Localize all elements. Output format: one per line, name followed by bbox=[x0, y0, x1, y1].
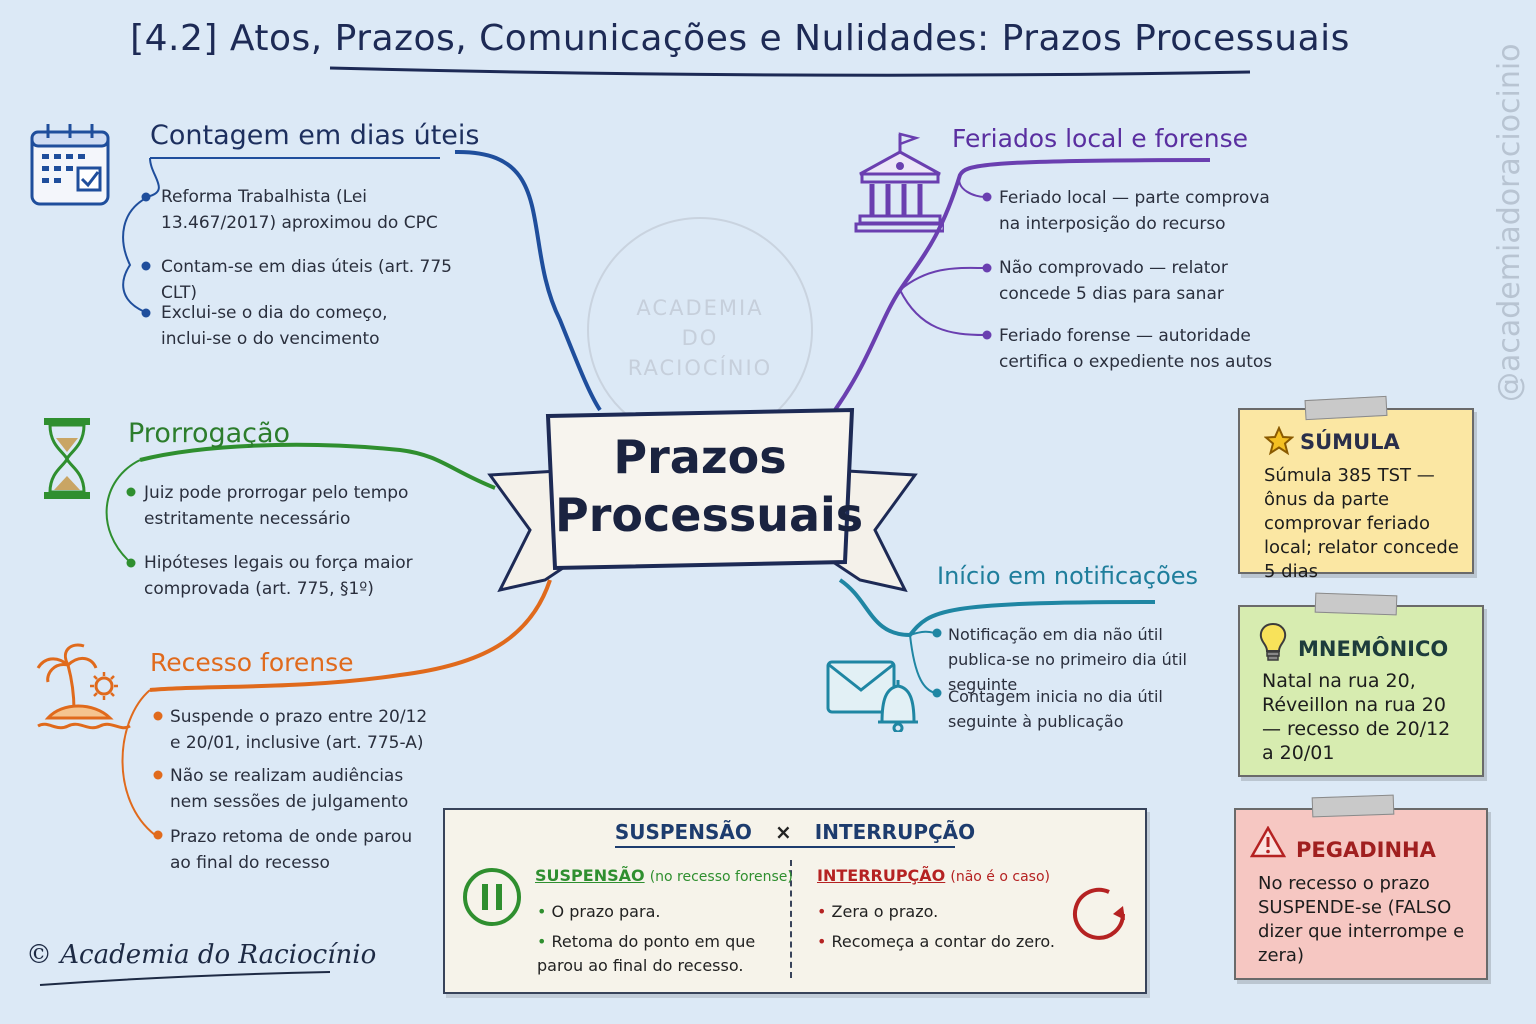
contagem-item: Contam-se em dias úteis (art. 775 CLT) bbox=[161, 257, 453, 303]
comparison-header: SUSPENSÃO × INTERRUPÇÃO bbox=[445, 820, 1145, 844]
suspensao-label: SUSPENSÃO bbox=[535, 866, 645, 885]
suspensao-heading: SUSPENSÃO (no recesso forense) bbox=[535, 866, 793, 885]
note-sumula-title: SÚMULA bbox=[1300, 430, 1400, 454]
lightbulb-icon bbox=[1258, 621, 1288, 667]
branch-title-recesso: Recesso forense bbox=[150, 648, 354, 677]
comparison-box: SUSPENSÃO × INTERRUPÇÃO SUSPENSÃO (no re… bbox=[443, 808, 1147, 994]
restart-icon bbox=[1063, 878, 1135, 954]
prorrogacao-item: Hipóteses legais ou força maior comprova… bbox=[144, 553, 413, 599]
inicio-item: Notificação em dia não útil publica-se n… bbox=[948, 625, 1187, 694]
recesso-item: Suspende o prazo entre 20/12 e 20/01, in… bbox=[170, 707, 428, 753]
warning-icon bbox=[1249, 825, 1287, 862]
feriados-item: Feriado forense — autoridade certifica o… bbox=[999, 326, 1273, 372]
suspensao-item: • O prazo para. bbox=[537, 902, 661, 921]
interrupcao-list: • Zera o prazo. • Recomeça a contar do z… bbox=[817, 900, 1057, 954]
central-line-2: Processuais bbox=[555, 488, 864, 542]
prorrogacao-item: Juiz pode prorrogar pelo tempo estritame… bbox=[144, 483, 409, 529]
branch-title-inicio: Início em notificações bbox=[937, 562, 1199, 590]
page-title: [4.2] Atos, Prazos, Comunicações e Nulid… bbox=[130, 18, 1350, 59]
contagem-item: Exclui-se o dia do começo, inclui-se o d… bbox=[161, 303, 388, 349]
tape bbox=[1311, 794, 1395, 818]
inicio-item: Contagem inicia no dia útil seguinte à p… bbox=[948, 687, 1163, 731]
note-pegadinha-title: PEGADINHA bbox=[1296, 838, 1436, 862]
center-watermark: ACADEMIA DO RACIOCÍNIO bbox=[600, 293, 800, 383]
watermark-line: ACADEMIA bbox=[636, 296, 764, 320]
mail-bell-icon bbox=[824, 652, 920, 736]
note-mnemonico-body: Natal na rua 20, Réveillon na rua 20 — r… bbox=[1262, 670, 1451, 764]
interrupcao-note: (não é o caso) bbox=[950, 869, 1050, 885]
suspensao-item: • Retoma do ponto em que parou ao final … bbox=[537, 932, 756, 975]
tape bbox=[1304, 395, 1388, 421]
comparison-divider bbox=[790, 860, 792, 978]
hourglass-icon bbox=[40, 416, 94, 506]
note-mnemonico-title: MNEMÔNICO bbox=[1298, 637, 1449, 661]
island-icon bbox=[34, 640, 134, 744]
interrupcao-item: • Recomeça a contar do zero. bbox=[817, 932, 1055, 951]
suspensao-note: (no recesso forense) bbox=[649, 869, 793, 885]
note-sumula: SÚMULA Súmula 385 TST — ônus da parte co… bbox=[1238, 408, 1474, 582]
recesso-item: Prazo retoma de onde parou ao final do r… bbox=[170, 827, 413, 873]
branch-title-contagem: Contagem em dias úteis bbox=[150, 120, 480, 151]
central-line-1: Prazos bbox=[613, 430, 787, 484]
interrupcao-label: INTERRUPÇÃO bbox=[817, 866, 946, 885]
comparison-header-underline bbox=[615, 846, 955, 848]
side-watermark: @academiadoraciocinio bbox=[1492, 43, 1527, 402]
branch-title-feriados: Feriados local e forense bbox=[952, 124, 1249, 153]
footer-copyright: © Academia do Raciocínio bbox=[26, 940, 377, 970]
note-pegadinha: PEGADINHA No recesso o prazo SUSPENDE-se… bbox=[1234, 808, 1488, 980]
interrupcao-heading: INTERRUPÇÃO (não é o caso) bbox=[817, 866, 1050, 885]
contagem-item: Reforma Trabalhista (Lei 13.467/2017) ap… bbox=[161, 187, 438, 233]
feriados-item: Não comprovado — relator concede 5 dias … bbox=[999, 258, 1228, 304]
comparison-left-head: SUSPENSÃO bbox=[614, 820, 752, 844]
interrupcao-item: • Zera o prazo. bbox=[817, 902, 939, 921]
watermark-line: DO bbox=[681, 326, 719, 350]
note-mnemonico: MNEMÔNICO Natal na rua 20, Réveillon na … bbox=[1238, 605, 1484, 777]
note-pegadinha-body: No recesso o prazo SUSPENDE-se (FALSO di… bbox=[1258, 873, 1465, 966]
watermark-line: RACIOCÍNIO bbox=[627, 356, 773, 380]
pause-icon bbox=[461, 866, 523, 932]
note-sumula-body: Súmula 385 TST — ônus da parte comprovar… bbox=[1264, 465, 1459, 582]
branch-title-prorrogacao: Prorrogação bbox=[128, 418, 291, 449]
comparison-sep: × bbox=[774, 820, 792, 844]
recesso-item: Não se realizam audiências nem sessões d… bbox=[170, 766, 409, 812]
central-topic: Prazos Processuais bbox=[555, 428, 864, 544]
suspensao-list: • O prazo para. • Retoma do ponto em que… bbox=[537, 900, 782, 978]
calendar-icon bbox=[26, 118, 116, 214]
tape bbox=[1314, 592, 1398, 616]
feriados-item: Feriado local — parte comprova na interp… bbox=[999, 188, 1270, 234]
courthouse-icon bbox=[854, 128, 946, 240]
comparison-right-head: INTERRUPÇÃO bbox=[814, 820, 976, 844]
star-icon bbox=[1263, 425, 1295, 460]
